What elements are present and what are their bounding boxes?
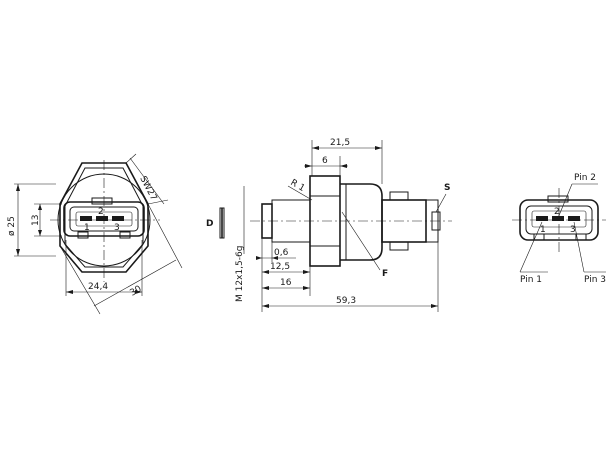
- conn-pin-1-icon: [536, 216, 548, 221]
- conn-pin-3-icon: [568, 216, 580, 221]
- conn-pin-2-num: 2: [554, 207, 560, 217]
- side-view: 21,5 6 R 1 S F M 12x1,5-6g 0,6 12,5: [235, 138, 452, 312]
- pin-3-icon: [112, 216, 124, 221]
- label-s: S: [444, 183, 450, 193]
- dim-thread: M 12x1,5-6g: [235, 246, 245, 302]
- pin-1-icon: [80, 216, 92, 221]
- pin-2-icon: [96, 216, 108, 221]
- conn-pin-1-num: 1: [540, 225, 546, 235]
- conn-pin-2-icon: [552, 216, 564, 221]
- conn-pin-3-num: 3: [570, 225, 576, 235]
- section-marker: D: [206, 207, 225, 239]
- dim-length: 59,3: [336, 296, 356, 306]
- dim-16: 16: [280, 278, 292, 288]
- dim-diameter: ø 25: [7, 216, 17, 236]
- pin-1-label: Pin 1: [520, 275, 542, 285]
- connector-view: 1 2 3 Pin 1 Pin 2 Pin 3: [512, 173, 606, 285]
- front-pin-3-label: 3: [114, 223, 120, 233]
- pin-3-label: Pin 3: [584, 275, 606, 285]
- hex-outline: [59, 162, 149, 273]
- section-label-d: D: [206, 219, 213, 229]
- connector-face-inner: [69, 206, 139, 232]
- label-f: F: [382, 269, 388, 279]
- dim-radius: R 1: [289, 178, 307, 194]
- front-view: 1 2 3 ø 25 13 24,4 30: [7, 153, 183, 315]
- front-pin-1-label: 1: [84, 223, 90, 233]
- front-pin-2-label: 2: [98, 207, 104, 217]
- dim-width-inner: 24,4: [88, 282, 108, 292]
- dim-12-5: 12,5: [270, 262, 290, 272]
- dim-hex: 6: [322, 156, 328, 166]
- hex-inner-outline: [64, 167, 144, 268]
- dim-total: 21,5: [330, 138, 350, 148]
- dim-across-corners: 30: [129, 284, 144, 299]
- dim-tip: 0,6: [274, 248, 289, 258]
- pin-2-label: Pin 2: [574, 173, 596, 183]
- dim-height: 13: [31, 215, 41, 226]
